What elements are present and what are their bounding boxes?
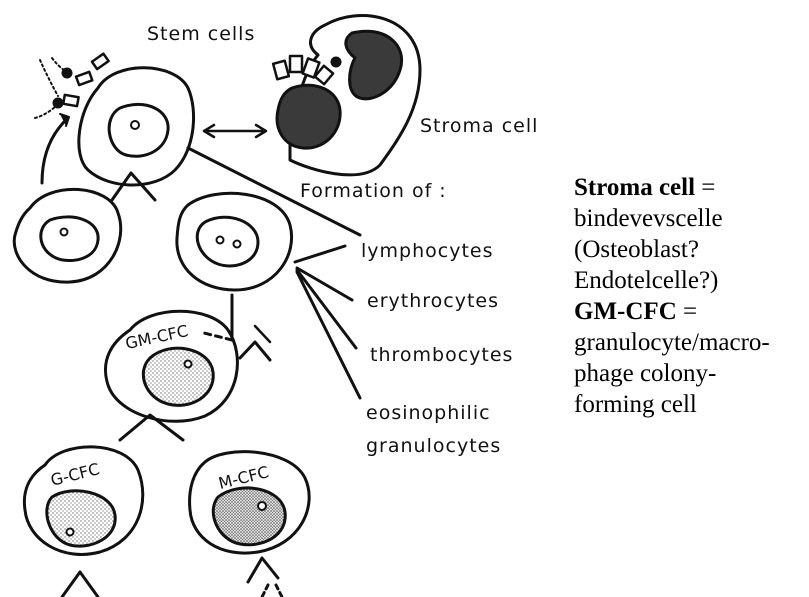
gm-cfc-definition-line: phage colony- (574, 358, 809, 389)
output-erythrocytes: erythrocytes (367, 290, 499, 312)
gm-cfc-definition-line: granulocyte/macro- (574, 327, 809, 358)
stroma-definition-line: bindevevscelle (574, 203, 809, 234)
stroma-definition-line: (Osteoblast? (574, 234, 809, 265)
stroma-cell-label: Stroma cell (420, 115, 538, 137)
stem-cell (35, 54, 194, 185)
stroma-equals: = (695, 174, 715, 201)
gm-equals: = (677, 298, 697, 325)
interaction-double-arrow (204, 125, 266, 137)
formation-label: Formation of : (300, 180, 447, 202)
output-lymphocytes: lymphocytes (361, 240, 494, 262)
stroma-cell (273, 15, 420, 174)
output-thrombocytes: thrombocytes (370, 344, 513, 366)
definitions-panel: Stroma cell = bindevevscelle (Osteoblast… (574, 172, 809, 420)
stem-progeny-left (14, 189, 120, 282)
output-eosinophilic: eosinophilic (366, 402, 491, 424)
formation-fan-lines (295, 246, 360, 398)
stem-cells-label: Stem cells (147, 23, 255, 45)
stroma-term: Stroma cell (574, 174, 695, 201)
bottom-branch-lines (62, 558, 282, 597)
stem-progeny-right (177, 193, 292, 290)
gm-cfc-definition-heading: GM-CFC = (574, 296, 809, 327)
output-granulocytes: granulocytes (366, 435, 501, 457)
stroma-definition-heading: Stroma cell = (574, 172, 809, 203)
gm-cfc-definition-line: forming cell (574, 389, 809, 420)
gm-term: GM-CFC (574, 298, 677, 325)
g-cfc-label: G-CFC (49, 459, 102, 489)
stroma-definition-line: Endotelcelle?) (574, 265, 809, 296)
